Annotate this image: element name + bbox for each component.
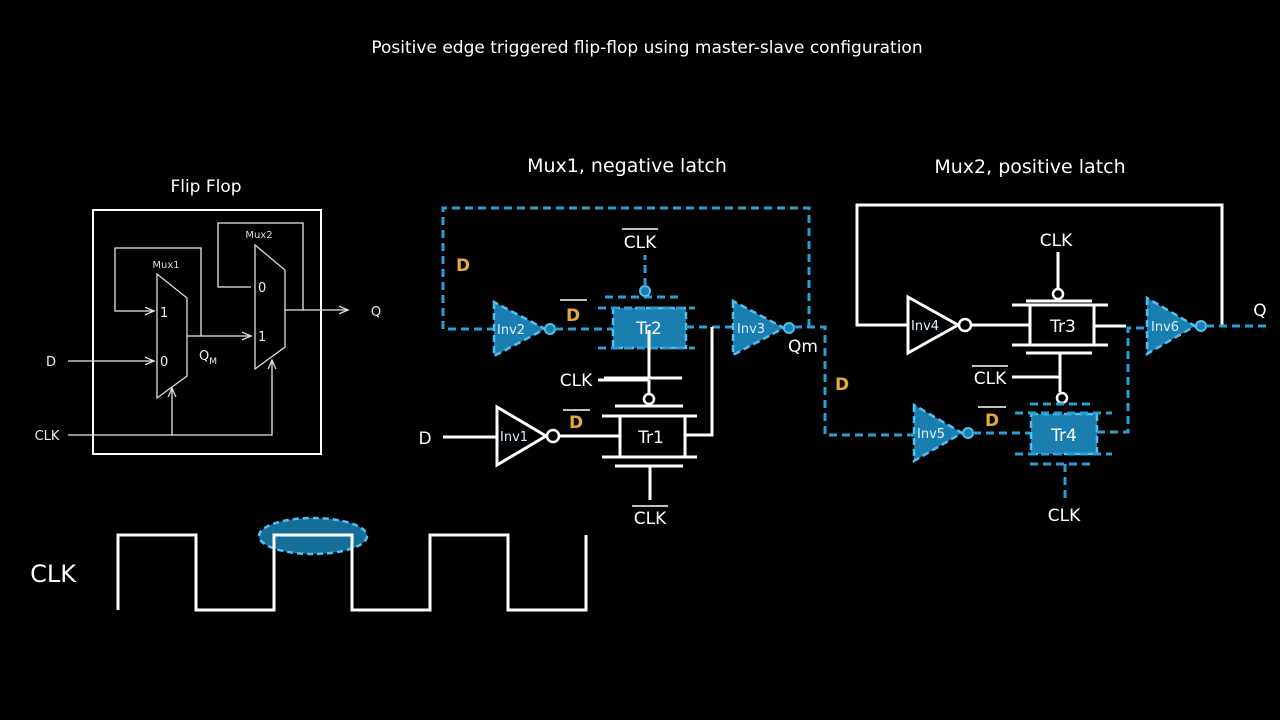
inv3-label: Inv3 (737, 322, 765, 337)
waveform-clk-label: CLK (30, 560, 77, 588)
clk-bottom-label: CLK (1048, 506, 1081, 526)
mux2-feedback-path (855, 203, 1224, 327)
inv2-label: Inv2 (497, 323, 525, 338)
inv5-bubble (962, 427, 974, 439)
mux1-feedback-wire (114, 247, 202, 337)
tr1-label: Tr1 (637, 428, 664, 448)
flip-flop-box (92, 209, 322, 455)
mux2-input-0-label: 0 (258, 281, 266, 296)
mux1-label: Mux1 (152, 260, 179, 271)
mux1-latch: Mux1, negative latch D Inv2 D Tr2 CLK In… (418, 155, 915, 529)
inv4-gate (906, 294, 962, 356)
mux2-symbol (254, 243, 286, 371)
qm-label: QM (199, 349, 217, 367)
flip-flop-block: Flip Flop Mux1 1 0 Mux2 0 1 QM D CLK Q (35, 177, 381, 455)
inv5-gate (912, 402, 965, 464)
dbar-top-label: D (566, 306, 580, 326)
clk-square-wave (116, 533, 588, 612)
inv4-bubble (957, 317, 973, 333)
dbar-mux2-label: D (985, 411, 999, 431)
inv4-label: Inv4 (911, 319, 939, 334)
mux2-feedback-wire (217, 222, 304, 311)
inv1-label: Inv1 (500, 430, 528, 445)
flip-flop-heading: Flip Flop (170, 177, 241, 197)
mux1-feedback-path (441, 206, 811, 331)
inv2-bubble (544, 323, 556, 335)
tr2-gate-bubble (639, 285, 651, 297)
tr4-gate-bubble (1055, 391, 1069, 405)
ff-clk-label: CLK (35, 429, 60, 444)
d-feedback-label: D (456, 256, 470, 276)
tr3-label: Tr3 (1049, 317, 1076, 337)
inv3-gate (731, 298, 787, 358)
mux2-input-1-label: 1 (258, 330, 266, 345)
inv5-label: Inv5 (917, 427, 945, 442)
mux1-input-0-label: 0 (160, 355, 168, 370)
inv2-gate (492, 299, 548, 359)
qm-to-inv5-path (794, 325, 915, 437)
d-mux2-input-label: D (835, 375, 849, 395)
tr1-gate-bubble (642, 392, 656, 406)
clk-mid-label: CLK (560, 371, 593, 391)
d-input-label: D (418, 429, 431, 449)
inv6-label: Inv6 (1151, 320, 1179, 335)
inv1-bubble (545, 428, 561, 444)
mux2-label: Mux2 (245, 230, 272, 241)
mux1-symbol (156, 272, 188, 400)
qm-node-label: Qm (788, 337, 818, 357)
clkbar-bottom-label: CLK (634, 509, 667, 529)
mux2-latch: Mux2, positive latch Inv4 CLK Tr3 CLK In… (855, 156, 1270, 526)
tr4-label: Tr4 (1050, 426, 1077, 446)
ff-q-label: Q (371, 305, 381, 320)
inv3-bubble (783, 322, 795, 334)
mux1-heading: Mux1, negative latch (527, 155, 727, 177)
diagram-title: Positive edge triggered flip-flop using … (371, 38, 922, 58)
clk-wire-mux2 (68, 360, 272, 436)
tr2-label: Tr2 (635, 319, 662, 339)
clk-top-label: CLK (1040, 231, 1073, 251)
q-output-label: Q (1253, 301, 1266, 321)
inv1-gate (495, 404, 549, 468)
tr4-transistor (1029, 412, 1099, 456)
clkbar-top-label: CLK (624, 233, 657, 253)
inv6-bubble (1195, 320, 1207, 332)
clk-waveform: CLK (30, 516, 588, 612)
clkbar-mid-label: CLK (974, 369, 1007, 389)
tr3-gate-bubble (1051, 287, 1065, 301)
mux2-heading: Mux2, positive latch (934, 156, 1125, 178)
inv6-gate (1145, 295, 1198, 357)
mux1-input-1-label: 1 (160, 306, 168, 321)
dbar-bottom-label: D (569, 413, 583, 433)
tr4-to-inv6-path (1097, 326, 1147, 434)
tr1-to-node-wire (686, 327, 714, 437)
ff-d-label: D (46, 355, 56, 370)
